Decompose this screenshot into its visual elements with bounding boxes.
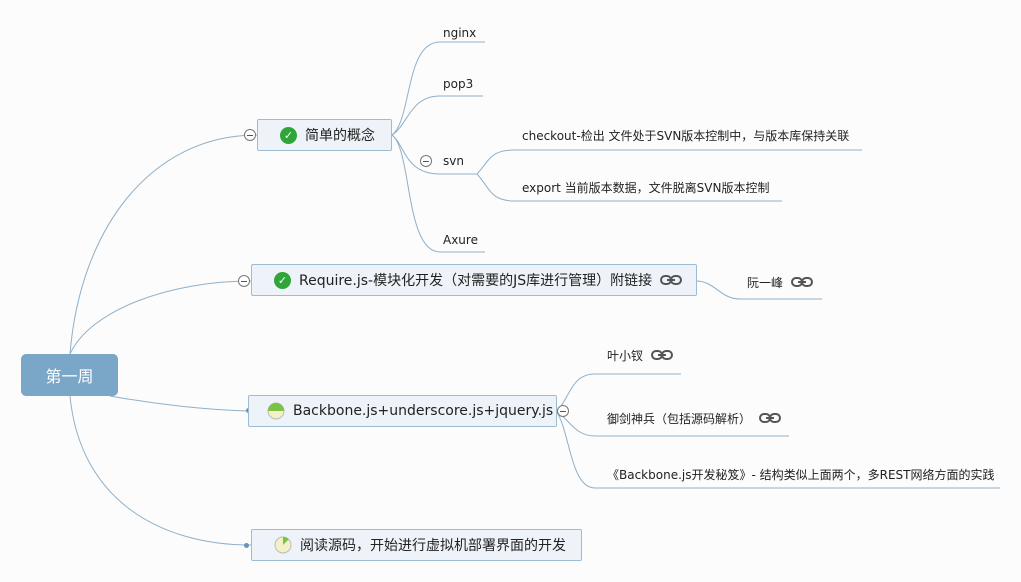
root-node[interactable]: 第一周: [21, 354, 118, 396]
topic-simple-concepts[interactable]: ✓ 简单的概念: [257, 119, 392, 151]
subtopic-svn-checkout[interactable]: checkout-检出 文件处于SVN版本控制中，与版本库保持关联: [522, 125, 849, 145]
subtopic-yexiaochai[interactable]: 叶小钗: [607, 345, 674, 365]
connector-concepts-nginx: [391, 41, 485, 136]
subtopic-label: 御剑神兵（包括源码解析）: [607, 411, 752, 426]
link-icon[interactable]: [759, 412, 782, 424]
collapse-toggle-concepts[interactable]: [244, 129, 256, 141]
subtopic-ruanyifeng[interactable]: 阮一峰: [747, 272, 814, 292]
topic-label: Backbone.js+underscore.js+jquery.js: [293, 403, 554, 419]
subtopic-label: Axure: [443, 233, 478, 247]
connection-point: [244, 543, 249, 548]
subtopic-label: 阮一峰: [747, 275, 784, 290]
connector-root-topic-2: [69, 280, 252, 355]
subtopic-label: checkout-检出 文件处于SVN版本控制中，与版本库保持关联: [522, 128, 850, 143]
connector-root-topic-1: [69, 134, 258, 355]
topic-requirejs[interactable]: ✓ Require.js-模块化开发（对需要的JS库进行管理）附链接: [251, 264, 697, 296]
connector-svn-checkout: [476, 149, 862, 175]
link-icon[interactable]: [651, 349, 674, 361]
subtopic-axure[interactable]: Axure: [443, 230, 478, 250]
subtopic-label: nginx: [443, 26, 477, 40]
connector-backbone-yexiaochai: [555, 373, 681, 412]
subtopic-pop3[interactable]: pop3: [443, 74, 473, 94]
topic-read-source[interactable]: 阅读源码，开始进行虚拟机部署界面的开发: [251, 529, 582, 561]
collapse-toggle-svn[interactable]: [420, 155, 432, 167]
link-icon[interactable]: [791, 276, 814, 288]
link-icon[interactable]: [660, 274, 683, 286]
connector-svn-export: [476, 173, 782, 202]
connector-concepts-axure: [391, 134, 485, 253]
topic-label: 阅读源码，开始进行虚拟机部署界面的开发: [300, 538, 566, 554]
subtopic-label: export 当前版本数据，文件脱离SVN版本控制: [522, 180, 770, 195]
subtopic-backbone-book[interactable]: 《Backbone.js开发秘笈》- 结构类似上面两个，多REST网络方面的实践: [607, 464, 995, 484]
subtopic-svn[interactable]: svn: [443, 151, 464, 171]
collapse-toggle-require[interactable]: [238, 275, 250, 287]
subtopic-label: 《Backbone.js开发秘笈》- 结构类似上面两个，多REST网络方面的实践: [607, 467, 995, 482]
check-icon: ✓: [274, 271, 291, 289]
check-icon: ✓: [280, 126, 297, 144]
subtopic-nginx[interactable]: nginx: [443, 23, 476, 43]
subtopic-label: pop3: [443, 77, 474, 91]
topic-label: Require.js-模块化开发（对需要的JS库进行管理）附链接: [299, 273, 653, 289]
connector-root-topic-3: [109, 395, 249, 412]
subtopic-yujianshenbing[interactable]: 御剑神兵（包括源码解析）: [607, 408, 782, 428]
subtopic-label: 叶小钗: [607, 348, 644, 363]
topic-backbone[interactable]: Backbone.js+underscore.js+jquery.js: [248, 395, 557, 427]
progress-half-icon: [267, 402, 285, 420]
subtopic-label: svn: [443, 154, 464, 168]
topic-label: 简单的概念: [305, 128, 375, 144]
connector-require-ruanyifeng: [695, 280, 822, 300]
connector-concepts-pop3: [391, 95, 483, 136]
connector-backbone-book: [555, 410, 1000, 489]
subtopic-svn-export[interactable]: export 当前版本数据，文件脱离SVN版本控制: [522, 177, 770, 197]
root-label: 第一周: [45, 367, 94, 386]
progress-quarter-icon: [274, 536, 292, 554]
connector-root-topic-4: [69, 395, 252, 546]
collapse-toggle-backbone[interactable]: [557, 405, 569, 417]
